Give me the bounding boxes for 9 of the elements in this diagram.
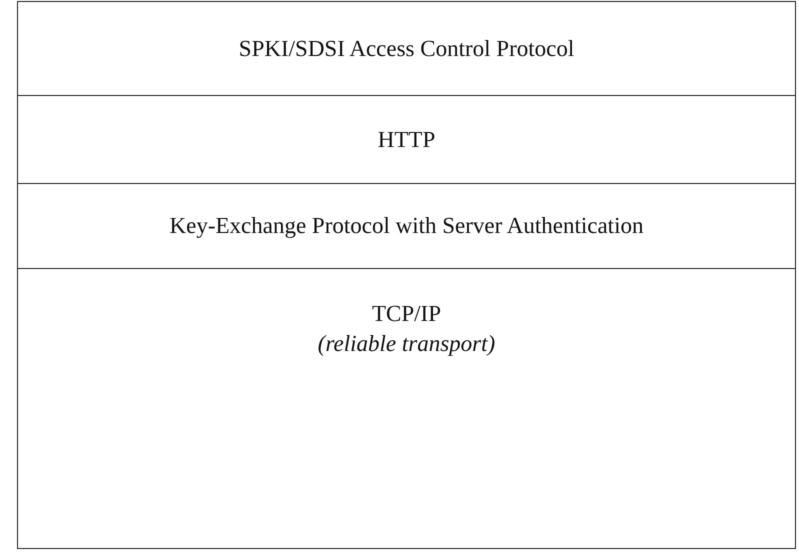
layer-band — [17, 1, 796, 97]
layer-label: HTTP — [378, 126, 436, 154]
layer-band — [17, 268, 796, 549]
layer-label: SPKI/SDSI Access Control Protocol — [238, 35, 574, 63]
layer-band — [17, 95, 796, 184]
layer-band — [17, 183, 796, 269]
layer-label: Key-Exchange Protocol with Server Authentication — [170, 212, 644, 240]
layer-note: (reliable transport) — [318, 330, 496, 358]
layer-label: TCP/IP — [372, 300, 442, 328]
